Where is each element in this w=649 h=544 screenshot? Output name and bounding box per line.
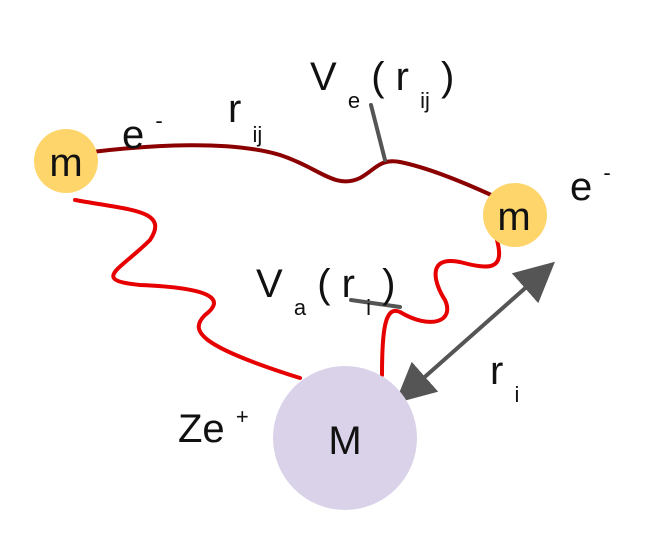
electron-2-charge-label: e -	[570, 160, 611, 209]
electron-2-mass-label: m	[497, 195, 530, 239]
ri-label: r i	[490, 349, 519, 407]
electron-1-charge-base: e	[122, 113, 144, 157]
electron-2-charge-base: e	[570, 165, 592, 209]
electron-2-charge-sup: -	[603, 160, 610, 185]
electron-1: m	[34, 129, 98, 193]
nucleus-circle	[273, 366, 417, 510]
electron-1-charge-label: e -	[122, 108, 163, 157]
Va-arg-base: r	[342, 262, 355, 306]
Va-open-paren: (	[317, 262, 331, 306]
Va-arg-sub: i	[366, 295, 371, 320]
electron-2: m	[483, 183, 547, 247]
Ve-base: V	[310, 55, 337, 99]
electron-1-circle	[34, 129, 98, 193]
Ve-pointer-line	[369, 103, 387, 162]
Ve-open-paren: (	[371, 55, 385, 99]
Ve-arg-base: r	[396, 55, 409, 99]
rij-base: r	[228, 87, 241, 131]
rij-sub: ij	[252, 122, 262, 147]
Ve-label: V e ( r ij )	[310, 55, 454, 117]
electron-1-charge-sup: -	[155, 108, 162, 133]
ri-base: r	[490, 349, 503, 393]
nucleus-charge-sup: +	[236, 404, 249, 429]
Va-base: V	[256, 262, 283, 306]
electron1-nucleus-interaction-line	[73, 198, 302, 380]
nucleus: M	[273, 366, 417, 510]
rij-label: r ij	[228, 87, 262, 147]
electron-2-circle	[483, 183, 547, 247]
electron-1-mass-label: m	[49, 141, 82, 185]
ri-sub: i	[514, 382, 519, 407]
Va-close-paren: )	[382, 262, 395, 306]
electron-electron-interaction-line	[90, 143, 504, 202]
Ve-close-paren: )	[441, 55, 454, 99]
Va-pointer-line	[349, 298, 402, 309]
Va-sub: a	[294, 295, 307, 320]
nucleus-charge-base: Ze	[178, 407, 225, 451]
Va-label: V a ( r i )	[256, 262, 395, 324]
nucleus-mass-label: M	[328, 419, 361, 463]
nucleus-charge-label: Ze +	[178, 404, 249, 451]
Ve-sub: e	[348, 88, 360, 113]
ri-double-arrow	[395, 261, 555, 404]
Ve-arg-sub: ij	[420, 88, 430, 113]
